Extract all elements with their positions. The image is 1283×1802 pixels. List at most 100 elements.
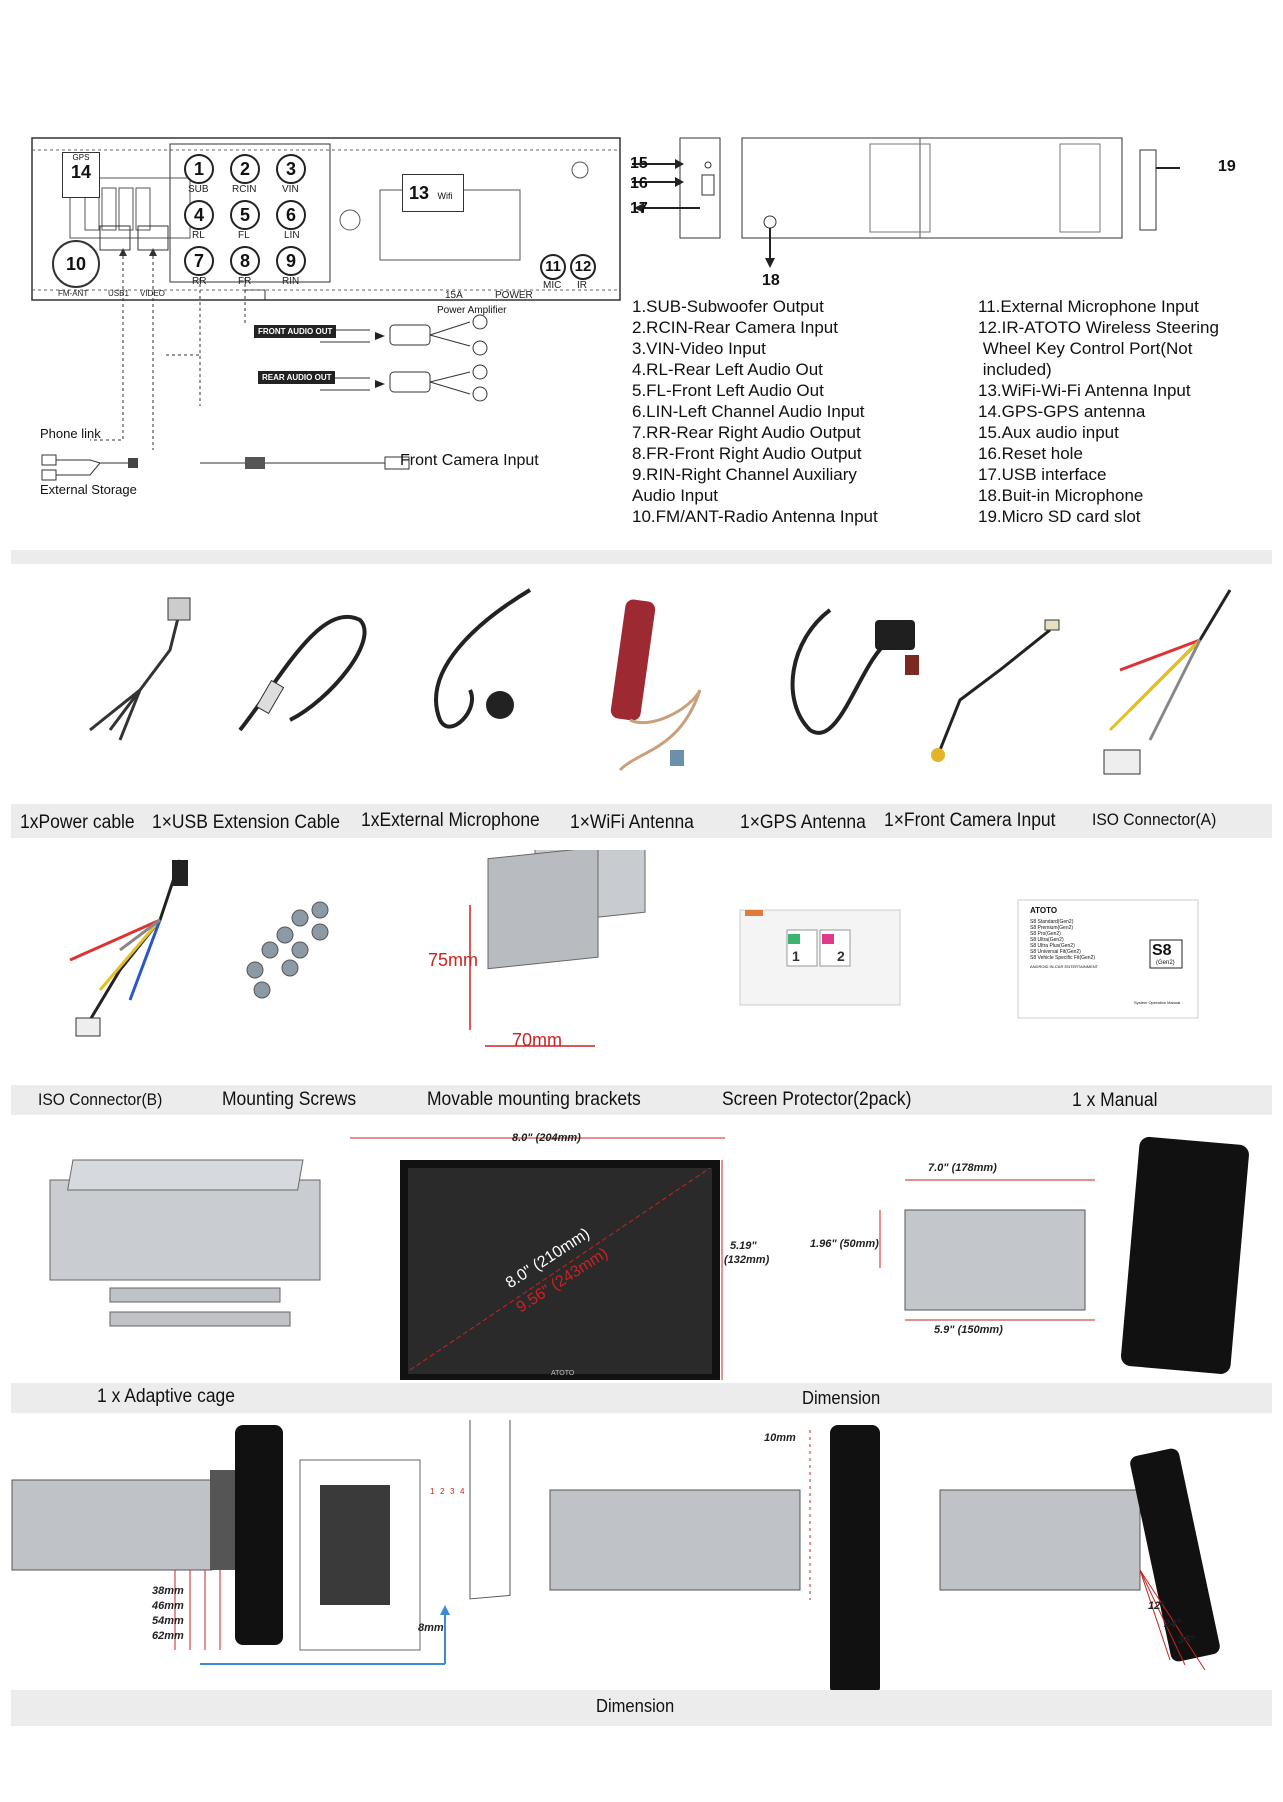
- angle-12: 12°: [1148, 1600, 1165, 1612]
- unit-height-dim: 1.96" (50mm): [810, 1238, 879, 1250]
- manual-line: S8 Ultra(Gen2): [1030, 937, 1064, 943]
- callout-17: 17: [630, 200, 648, 217]
- acc-manual-label: 1 x Manual: [1072, 1090, 1158, 1111]
- dimension-caption-1: Dimension: [802, 1388, 881, 1408]
- legend-right-item: 14.GPS-GPS antenna: [978, 402, 1146, 421]
- side-view-svg: [632, 137, 1180, 268]
- legend-right-item: 17.USB interface: [978, 465, 1107, 484]
- legend-left-item: 2.RCIN-Rear Camera Input: [632, 318, 838, 337]
- offset-62: 62mm: [152, 1630, 184, 1642]
- bracket-height-label: 75mm: [428, 950, 479, 970]
- wifi-label: Wifi: [437, 191, 453, 201]
- acc-iso-a-label: ISO Connector(A): [1092, 810, 1217, 829]
- pin-2: 2: [230, 154, 260, 184]
- legend-left-item: 7.RR-Rear Right Audio Output: [632, 423, 861, 442]
- pin-label-8: FR: [238, 276, 252, 287]
- acc-power-cable-label: 1xPower cable: [20, 812, 135, 833]
- manual-line: S8 Vehicle Specific Fit(Gen2): [1030, 955, 1096, 961]
- pin-label-6: LIN: [284, 230, 300, 241]
- fm-antenna-label: FM-ANT: [58, 289, 89, 298]
- legend-right-item: 16.Reset hole: [978, 444, 1083, 463]
- pin-label-9: RIN: [282, 276, 300, 287]
- pin-label-4: RL: [192, 230, 205, 241]
- video-port-label: VIDEO: [140, 289, 165, 298]
- protector-num-1: 1: [792, 948, 800, 964]
- mic-label: MIC: [543, 280, 562, 291]
- acc-screws-label: Mounting Screws: [222, 1089, 357, 1110]
- mic-port: 11: [540, 254, 566, 280]
- legend-left-item: Audio Input: [632, 486, 719, 505]
- usb-port-label: USB1: [108, 289, 129, 298]
- manual-brand: ATOTO: [1030, 906, 1058, 915]
- pin-label-1: SUB: [188, 184, 209, 195]
- accessories-row2-band: [11, 1085, 1272, 1115]
- lift-dim: 10mm: [764, 1432, 796, 1444]
- legend-left-item: 9.RIN-Right Channel Auxiliary: [632, 465, 857, 484]
- legend-left: 1.SUB-Subwoofer Output 2.RCIN-Rear Camer…: [632, 296, 878, 527]
- legend-right-item: included): [978, 360, 1052, 379]
- accessories-row1-svg: [89, 588, 1232, 775]
- legend-right-item: 13.WiFi-Wi-Fi Antenna Input: [978, 381, 1191, 400]
- pin-1: 1: [184, 154, 214, 184]
- pin-9: 9: [276, 246, 306, 276]
- screen-brand: ATOTO: [551, 1370, 575, 1377]
- row3-band: [11, 1383, 1272, 1413]
- wiring-diagram: GPS 14 10 FM-ANT USB1 VIDEO 1 2 3 SUB RC…: [0, 0, 1283, 550]
- manual-model: S8: [1152, 942, 1172, 959]
- power-amplifier-label: Power Amplifier: [437, 305, 507, 316]
- slot-num-1: 1: [430, 1487, 435, 1496]
- legend-right-item: 19.Micro SD card slot: [978, 507, 1141, 526]
- offset-46: 46mm: [152, 1600, 184, 1612]
- acc-brackets-label: Movable mounting brackets: [427, 1089, 641, 1110]
- callout-19: 19: [1218, 158, 1236, 175]
- legend-right-item: Wheel Key Control Port(Not: [978, 339, 1193, 358]
- legend-left-item: 6.LIN-Left Channel Audio Input: [632, 402, 865, 421]
- screen-height-dim2: (132mm): [724, 1254, 770, 1266]
- wifi-number: 13: [409, 183, 430, 203]
- divider-band: [11, 550, 1272, 564]
- front-audio-out-tag: FRONT AUDIO OUT: [254, 325, 337, 338]
- row4-band: [11, 1690, 1272, 1726]
- pin-6: 6: [276, 200, 306, 230]
- accessories-row1-band: [11, 804, 1272, 838]
- pin-grid: 1 2 3 SUB RCIN VIN 4 5 6 RL FL LIN 7 8 9…: [180, 150, 320, 290]
- row4-svg: [11, 1420, 1220, 1690]
- screen-width-dim: 8.0" (204mm): [512, 1132, 581, 1144]
- manual-line: S8 Premium(Gen2): [1030, 925, 1074, 931]
- callout-16: 16: [630, 175, 648, 192]
- pin-5: 5: [230, 200, 260, 230]
- manual-op-manual: System Operation Manual: [1134, 1000, 1181, 1005]
- acc-iso-b-label: ISO Connector(B): [38, 1090, 163, 1109]
- pin-4: 4: [184, 200, 214, 230]
- wifi-port: 13 Wifi: [402, 174, 464, 212]
- angle-24: 24°: [1164, 1618, 1181, 1630]
- gps-box: GPS 14: [62, 152, 100, 198]
- front-camera-input-label: Front Camera Input: [400, 452, 539, 469]
- offset-54: 54mm: [152, 1615, 184, 1627]
- manual-footer: ANDROID IN-CAR ENTERTAINMENT: [1030, 964, 1099, 969]
- callout-15: 15: [630, 155, 648, 172]
- dimension-caption-2: Dimension: [596, 1696, 675, 1716]
- phone-link-label: Phone link: [40, 426, 101, 441]
- legend-left-item: 4.RL-Rear Left Audio Out: [632, 360, 823, 379]
- acc-mic-label: 1xExternal Microphone: [361, 810, 540, 831]
- ir-label: IR: [577, 280, 587, 291]
- unit-depth-dim: 5.9" (150mm): [934, 1324, 1003, 1336]
- pin-label-7: RR: [192, 276, 207, 287]
- acc-gps-label: 1×GPS Antenna: [740, 812, 866, 833]
- slot-num-4: 4: [460, 1487, 465, 1496]
- pin-7: 7: [184, 246, 214, 276]
- legend-left-item: 1.SUB-Subwoofer Output: [632, 297, 824, 316]
- amplifier-wiring-svg: [320, 314, 488, 402]
- legend-right-item: 12.IR-ATOTO Wireless Steering: [978, 318, 1219, 337]
- screen-height-dim: 5.19": [730, 1240, 757, 1252]
- acc-protector-label: Screen Protector(2pack): [722, 1089, 912, 1110]
- acc-camera-label: 1×Front Camera Input: [884, 810, 1056, 831]
- acc-wifi-label: 1×WiFi Antenna: [570, 812, 694, 833]
- pin-8: 8: [230, 246, 260, 276]
- legend-right-item: 18.Buit-in Microphone: [978, 486, 1144, 505]
- camera-link-svg: [41, 454, 410, 481]
- legend-right-item: 15.Aux audio input: [978, 423, 1119, 442]
- manual-gen: (Gen2): [1156, 960, 1175, 966]
- offset-38: 38mm: [152, 1585, 184, 1597]
